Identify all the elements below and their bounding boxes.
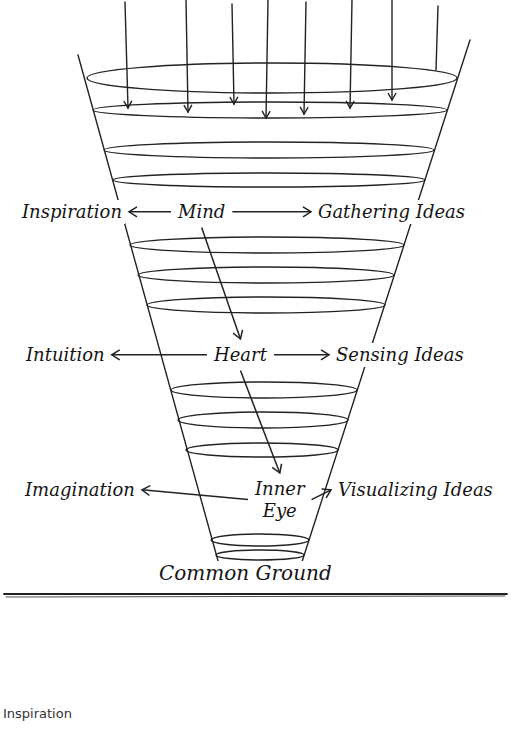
arrow-connector [129, 211, 171, 213]
node-text: Inspiration [22, 201, 122, 223]
idea-node: Visualizing Ideas [335, 478, 496, 502]
node-text: Intuition [26, 344, 105, 366]
arrow-connector [240, 371, 279, 473]
idea-node: Imagination [22, 478, 138, 502]
idea-node: Sensing Ideas [333, 343, 467, 367]
figure-caption: Inspiration [3, 706, 72, 721]
arrow-connector [232, 211, 311, 213]
node-text: Mind [178, 201, 225, 223]
arrow-connector [202, 228, 241, 339]
idea-node: Inner Eye [252, 477, 308, 522]
idea-node: Heart [211, 343, 270, 367]
idea-node: Intuition [23, 343, 108, 367]
node-text: Imagination [25, 479, 135, 501]
arrow-connector [112, 354, 207, 356]
idea-node: Gathering Ideas [315, 200, 468, 224]
node-text: Heart [214, 344, 267, 366]
arrow-connector [274, 354, 329, 356]
node-text: Sensing Ideas [336, 344, 464, 366]
node-text: Visualizing Ideas [338, 479, 493, 501]
arrow-connector [142, 490, 248, 500]
ground-label: Common Ground [156, 561, 335, 585]
node-text: Gathering Ideas [318, 201, 465, 223]
idea-node: Inspiration [19, 200, 125, 224]
arrow-connector [312, 490, 331, 500]
idea-node: Mind [175, 200, 228, 224]
node-text: Inner Eye [255, 478, 305, 521]
